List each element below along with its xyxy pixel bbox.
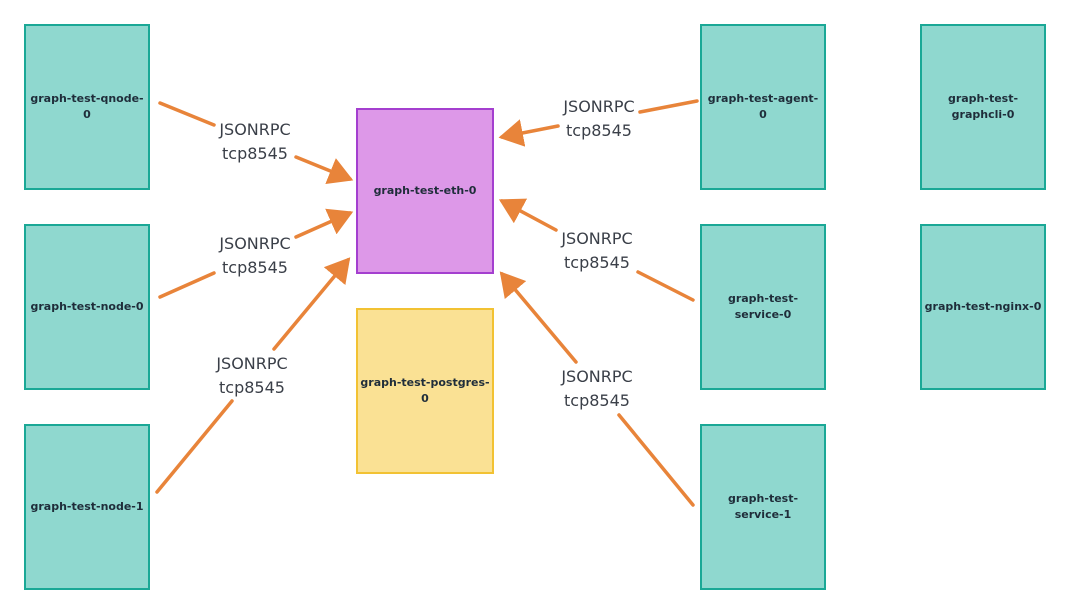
node-service-1[interactable]: graph-test-service-1	[700, 424, 826, 590]
node-node-1-label: graph-test-node-1	[30, 500, 144, 513]
node-node-0-label: graph-test-node-0	[30, 300, 144, 313]
node-graphcli-0-label: graph-test-graphcli-0	[947, 92, 1019, 121]
node-node-0[interactable]: graph-test-node-0	[24, 224, 150, 390]
edge-label-node1-eth: JSONRPC tcp8545	[202, 352, 302, 400]
node-graphcli-0[interactable]: graph-test-graphcli-0	[920, 24, 1046, 190]
edge-label-qnode-eth: JSONRPC tcp8545	[205, 118, 305, 166]
edge-label-service0-eth: JSONRPC tcp8545	[547, 227, 647, 275]
node-agent-0-label: graph-test-agent-0	[707, 92, 819, 121]
edge-qnode-eth-segment-1	[158, 101, 216, 127]
edge-label-protocol: JSONRPC	[219, 234, 291, 253]
edge-label-port: tcp8545	[566, 121, 632, 140]
edge-label-protocol: JSONRPC	[561, 367, 633, 386]
node-nginx-0-label: graph-test-nginx-0	[924, 300, 1042, 313]
edge-label-port: tcp8545	[219, 378, 285, 397]
edge-label-service1-eth: JSONRPC tcp8545	[547, 365, 647, 413]
edge-service0-eth-segment-1	[636, 270, 695, 302]
edge-label-agent-eth: JSONRPC tcp8545	[549, 95, 649, 143]
node-agent-0[interactable]: graph-test-agent-0	[700, 24, 826, 190]
node-qnode-0[interactable]: graph-test-qnode-0	[24, 24, 150, 190]
edge-node1-eth-segment-1	[155, 399, 234, 494]
edge-service0-eth-segment-2	[498, 198, 558, 232]
node-service-0[interactable]: graph-test-service-0	[700, 224, 826, 390]
edge-label-port: tcp8545	[222, 144, 288, 163]
edge-label-port: tcp8545	[222, 258, 288, 277]
edge-qnode-eth-segment-2	[294, 155, 354, 185]
edge-label-protocol: JSONRPC	[561, 229, 633, 248]
edge-label-port: tcp8545	[564, 391, 630, 410]
node-service-0-label: graph-test-service-0	[727, 292, 799, 321]
edge-node0-eth-segment-2	[294, 208, 354, 239]
edge-label-node0-eth: JSONRPC tcp8545	[205, 232, 305, 280]
edge-node1-eth-segment-2	[272, 257, 351, 351]
node-eth-0[interactable]: graph-test-eth-0	[356, 108, 494, 274]
edge-label-port: tcp8545	[564, 253, 630, 272]
node-service-1-label: graph-test-service-1	[727, 492, 799, 521]
node-qnode-0-label: graph-test-qnode-0	[30, 92, 144, 121]
edge-label-protocol: JSONRPC	[219, 120, 291, 139]
edge-service1-eth-segment-2	[499, 271, 578, 364]
node-postgres-0[interactable]: graph-test-postgres-0	[356, 308, 494, 474]
edge-label-protocol: JSONRPC	[563, 97, 635, 116]
edge-agent-eth-segment-2	[498, 119, 560, 147]
edge-service1-eth-segment-1	[617, 413, 695, 507]
node-postgres-0-label: graph-test-postgres-0	[360, 376, 490, 405]
node-eth-0-label: graph-test-eth-0	[373, 184, 477, 197]
edge-node0-eth-segment-1	[158, 271, 216, 299]
edge-agent-eth-segment-1	[638, 99, 699, 114]
edge-label-protocol: JSONRPC	[216, 354, 288, 373]
node-nginx-0[interactable]: graph-test-nginx-0	[920, 224, 1046, 390]
node-node-1[interactable]: graph-test-node-1	[24, 424, 150, 590]
